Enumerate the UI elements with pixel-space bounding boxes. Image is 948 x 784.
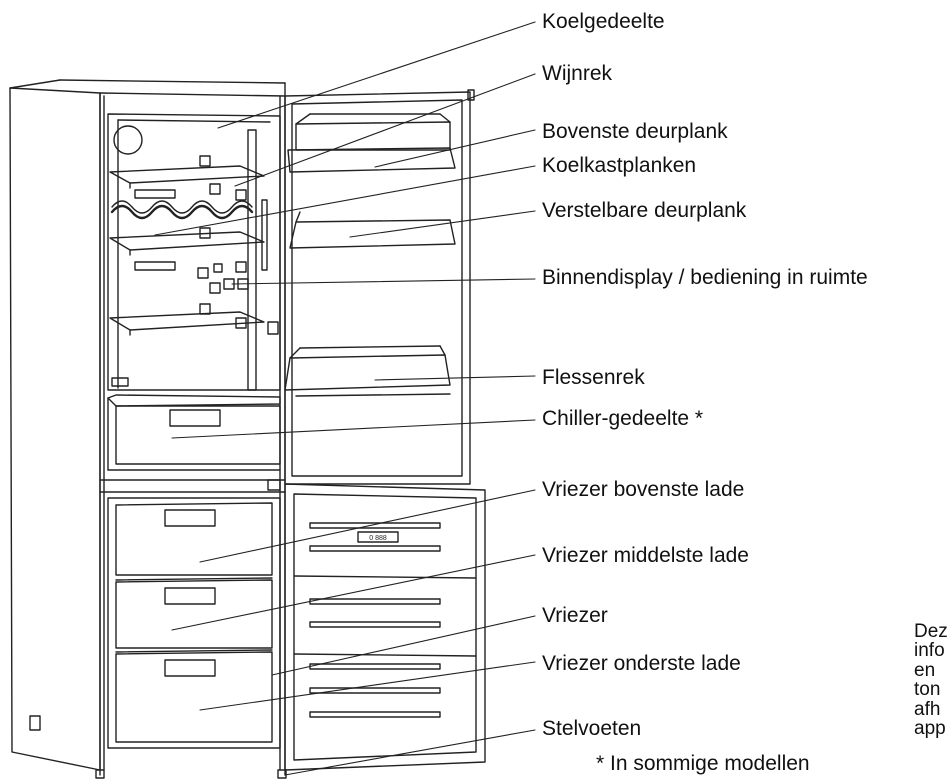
label-vriezer: Vriezer: [542, 604, 608, 627]
fan-icon: [113, 125, 143, 155]
chiller-drawer: [107, 394, 281, 471]
adjustable-feet: [95, 769, 287, 779]
wine-rack-bar: [111, 200, 253, 214]
footnote: * In sommige modellen: [596, 752, 810, 775]
side-note-line: info: [914, 640, 945, 662]
label-binnendisplay: Binnendisplay / bediening in ruimte: [542, 266, 868, 289]
label-vriezer-bovenste-lade: Vriezer bovenste lade: [542, 478, 745, 501]
divider: [99, 479, 286, 493]
leader-vriezer-middelste-lade: [171, 554, 536, 631]
interior-control-panel: [197, 263, 249, 294]
side-note-text: Dez info en ton afh app: [914, 621, 948, 739]
label-koelkastplanken: Koelkastplanken: [542, 154, 697, 177]
leader-bovenste-deurplank: [374, 129, 536, 168]
label-verstelbare-deurplank: Verstelbare deurplank: [542, 199, 747, 222]
leader-chiller: [171, 419, 536, 439]
shelf-clips: [111, 155, 247, 387]
leader-verstelbare-deurplank: [349, 210, 536, 238]
leader-vriezer: [271, 615, 536, 676]
side-note-line: Dez: [914, 621, 948, 642]
leader-vriezer-onderste-lade: [199, 661, 536, 711]
side-note-line: en: [914, 659, 936, 681]
leader-flessenrek: [374, 375, 536, 381]
leader-binnendisplay: [231, 278, 536, 285]
cabinet-body: [9, 79, 286, 776]
label-koelgedeelte: Koelgedeelte: [542, 10, 665, 33]
label-chiller: Chiller-gedeelte *: [542, 407, 704, 430]
freezer-door: [284, 483, 486, 771]
fridge-interior: [107, 113, 281, 391]
label-bovenste-deurplank: Bovenste deurplank: [542, 120, 728, 143]
leader-koelkastplanken: [154, 165, 536, 236]
side-note-line: afh: [914, 698, 941, 720]
label-stelvoeten: Stelvoeten: [542, 717, 642, 740]
side-note-line: app: [914, 717, 946, 739]
freezer-display: [357, 531, 399, 543]
leader-wijnrek: [234, 73, 536, 187]
fridge-shelves: [109, 165, 265, 336]
label-vriezer-onderste-lade: Vriezer onderste lade: [542, 652, 741, 675]
wine-rack: [110, 204, 254, 220]
label-wijnrek: Wijnrek: [542, 62, 613, 85]
label-flessenrek: Flessenrek: [542, 366, 645, 389]
leader-koelgedeelte: [217, 21, 536, 129]
freezer-compartment: [107, 497, 281, 749]
side-note-line: ton: [914, 679, 941, 701]
label-vriezer-middelste-lade: Vriezer middelste lade: [542, 544, 749, 567]
leader-vriezer-bovenste-lade: [199, 489, 536, 563]
freezer-display-readout: 0 888: [369, 535, 387, 542]
leader-stelvoeten: [284, 729, 536, 776]
leader-lines: [154, 21, 536, 776]
